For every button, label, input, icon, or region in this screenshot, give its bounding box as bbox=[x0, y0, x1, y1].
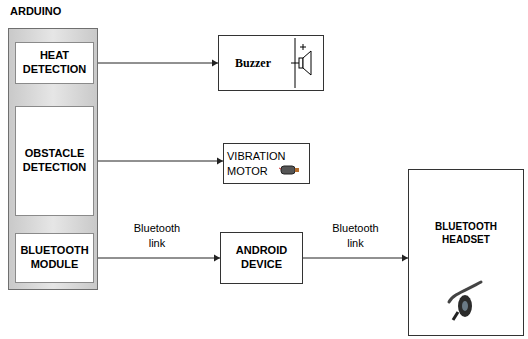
function-block: OBSTACLE DETECTION bbox=[15, 106, 94, 216]
function-block: HEAT DETECTION bbox=[15, 42, 94, 84]
output-box: VIBRATION MOTOR bbox=[223, 143, 310, 184]
connector-arrow bbox=[94, 255, 220, 262]
output-box: Buzzer bbox=[218, 35, 324, 91]
device-label: VIBRATION MOTOR bbox=[227, 149, 285, 178]
headset-box: BLUETOOTH HEADSET bbox=[408, 169, 524, 336]
connector-arrow bbox=[303, 255, 408, 262]
device-label: ANDROID DEVICE bbox=[224, 244, 299, 272]
arduino-group: ARDUINO HEAT DETECTION OBSTACLE DETECTION B… bbox=[8, 4, 98, 290]
speaker-symbol bbox=[291, 36, 321, 90]
link-label: Bluetooth link bbox=[127, 221, 187, 250]
block-label: BLUETOOTH MODULE bbox=[19, 244, 90, 272]
headset-icon bbox=[445, 278, 485, 322]
block-label: OBSTACLE DETECTION bbox=[19, 147, 90, 175]
motor-icon bbox=[279, 163, 305, 177]
group-heading: ARDUINO bbox=[10, 5, 61, 17]
function-block: BLUETOOTH MODULE bbox=[15, 233, 94, 283]
connector-arrow bbox=[94, 158, 223, 165]
connector-arrow bbox=[94, 60, 218, 67]
device-label: Buzzer bbox=[235, 56, 271, 71]
link-label: Bluetooth link bbox=[326, 221, 386, 250]
device-label: BLUETOOTH HEADSET bbox=[413, 220, 519, 246]
phone-box: ANDROID DEVICE bbox=[220, 232, 303, 284]
block-label: HEAT DETECTION bbox=[19, 49, 90, 77]
